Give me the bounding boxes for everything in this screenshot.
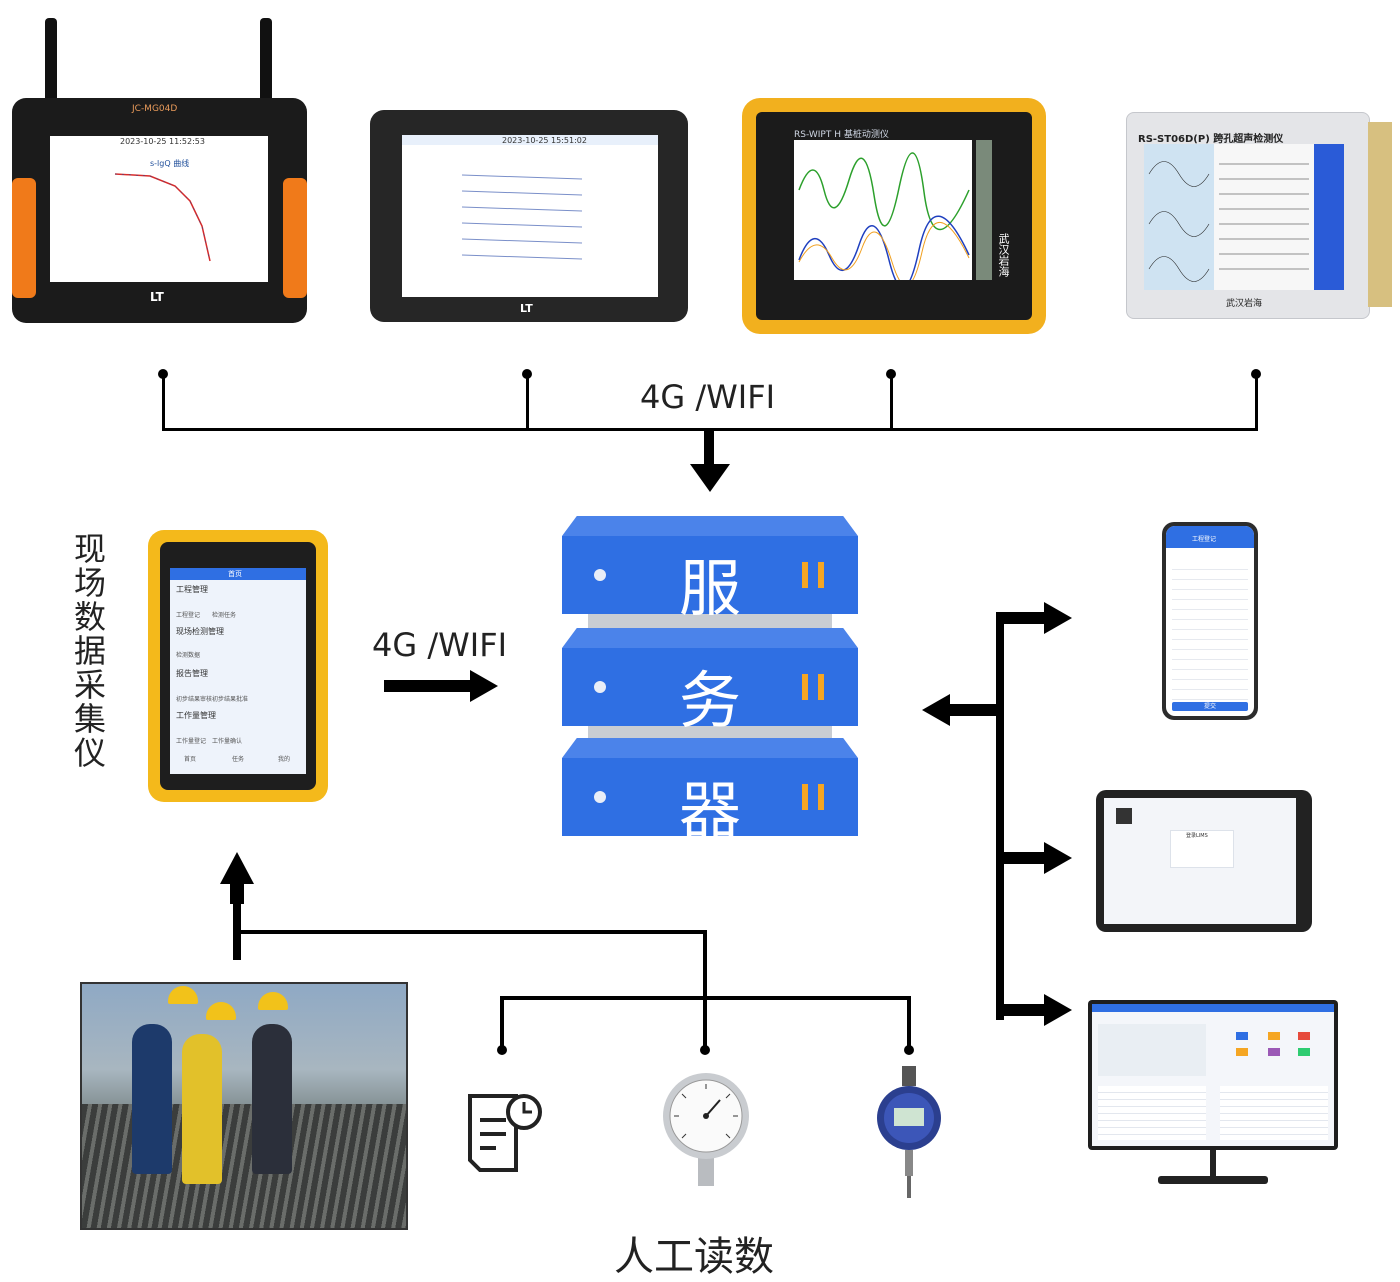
- antenna-left: [45, 18, 57, 108]
- phone-screen: 工程登记 提交: [1166, 526, 1254, 716]
- brand-logo: LT: [150, 290, 164, 304]
- server-unit-3: 器: [562, 758, 858, 847]
- phone-header: 工程登记: [1192, 536, 1217, 543]
- submit-button-label: 提交: [1203, 703, 1216, 710]
- device-model-label: JC-MG04D: [132, 104, 178, 114]
- screen-lines: [462, 174, 583, 260]
- device-screen: [1144, 144, 1344, 290]
- server-char-2: 务: [678, 664, 741, 737]
- nav-me[interactable]: 我的: [278, 756, 291, 763]
- device-screen: 2023-10-25 15:51:02: [402, 135, 658, 297]
- device-model-label: RS-ST06D(P) 跨孔超声检测仪: [1138, 134, 1284, 145]
- device-jc-mg04d: JC-MG04D 2023-10-25 11:52:53 s-lgQ 曲线 LT: [12, 18, 307, 323]
- tablet-screen: 登录LIMS: [1104, 798, 1296, 924]
- item-review[interactable]: 初步结果审核: [176, 696, 213, 703]
- section-workload: 工作量管理: [176, 711, 216, 720]
- server-char-1: 服: [678, 552, 741, 625]
- collector-screen: 首页 工程管理 工程登记 检测任务 现场检测管理 检测数据 报告管理 初步结果审…: [170, 568, 306, 774]
- server-char-3: 器: [678, 774, 741, 847]
- client-phone: 工程登记 提交: [1162, 522, 1258, 720]
- device-rs-wipt: RS-WIPT H 基桩动测仪 武汉岩海: [742, 98, 1046, 334]
- brand-logo: 武汉岩海: [997, 233, 1010, 277]
- device-screen: 2023-10-25 11:52:53 s-lgQ 曲线: [50, 136, 268, 282]
- device-model-label: RS-WIPT H 基桩动测仪: [794, 130, 889, 140]
- item-approve[interactable]: 初步结果批准: [212, 696, 249, 703]
- section-field: 现场检测管理: [176, 627, 224, 636]
- submit-button[interactable]: 提交: [1172, 702, 1248, 711]
- ultrasonic-waves: [1144, 144, 1309, 290]
- pressure-gauge-icon: [663, 1073, 749, 1186]
- server-unit-1: 服: [562, 536, 858, 625]
- nav-task[interactable]: 任务: [232, 756, 245, 763]
- collector-header: 首页: [228, 570, 242, 578]
- top-link-label: 4G /WIFI: [640, 378, 776, 416]
- server-unit-2: 务: [562, 648, 858, 737]
- dial-indicator-icon: [877, 1066, 941, 1198]
- manual-reading-label: 人工读数: [614, 1234, 774, 1280]
- section-project: 工程管理: [176, 585, 208, 594]
- screen-timestamp: 2023-10-25 15:51:02: [502, 136, 587, 145]
- screen-curve: [114, 173, 211, 262]
- left-link-label: 4G /WIFI: [372, 626, 508, 664]
- item-test-task[interactable]: 检测任务: [212, 612, 237, 619]
- arrow-left-icon: [922, 694, 950, 726]
- brand-logo: LT: [520, 302, 533, 315]
- nav-home[interactable]: 首页: [184, 756, 197, 763]
- arrow-right-icon: [1044, 994, 1072, 1026]
- device-screen: [794, 140, 972, 280]
- brand-logo: 武汉岩海: [1226, 299, 1263, 309]
- device-rs-st06d: RS-ST06D(P) 跨孔超声检测仪 武汉岩海: [1126, 112, 1396, 319]
- document-clock-icon: [468, 1094, 542, 1172]
- screen-timestamp: 2023-10-25 11:52:53: [120, 137, 205, 146]
- item-workload-register[interactable]: 工作量登记: [176, 738, 207, 745]
- tablet-title: 登录LIMS: [1186, 833, 1208, 839]
- client-tablet: 登录LIMS: [1096, 790, 1312, 932]
- monitor-screen: [1092, 1004, 1334, 1146]
- arrow-up-icon: [220, 852, 254, 904]
- section-report: 报告管理: [176, 669, 208, 678]
- client-monitor: [1088, 1000, 1338, 1196]
- item-test-data[interactable]: 检测数据: [176, 652, 201, 659]
- field-photo: [80, 982, 408, 1230]
- item-workload-confirm[interactable]: 工作量确认: [212, 738, 243, 745]
- arrow-down-icon: [690, 464, 730, 492]
- antenna-right: [260, 18, 272, 108]
- device-tablet-lt: 2023-10-25 15:51:02 LT: [370, 110, 688, 322]
- waveform: [798, 152, 970, 280]
- arrow-right-icon: [470, 670, 498, 702]
- item-project-register[interactable]: 工程登记: [176, 612, 201, 619]
- screen-chart-title: s-lgQ 曲线: [150, 159, 190, 168]
- collector-label: 现场数据采集仪: [69, 532, 107, 770]
- arrow-right-icon: [1044, 602, 1072, 634]
- field-data-collector: 首页 工程管理 工程登记 检测任务 现场检测管理 检测数据 报告管理 初步结果审…: [148, 530, 328, 802]
- arrow-right-icon: [1044, 842, 1072, 874]
